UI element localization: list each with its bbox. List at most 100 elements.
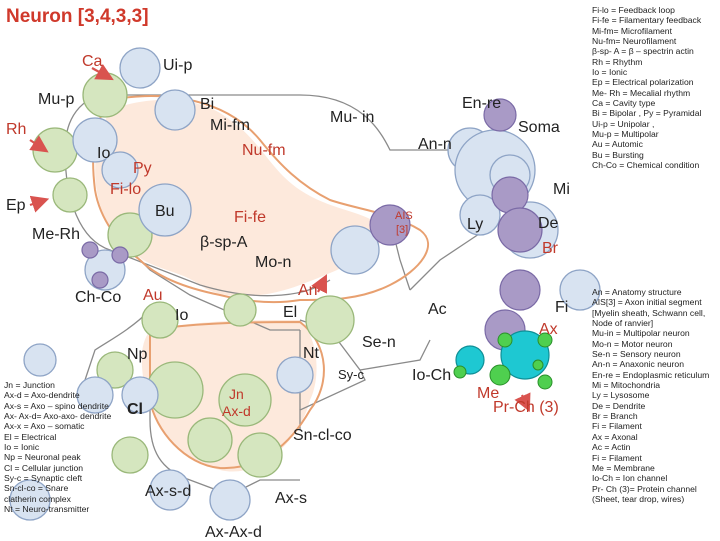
label-ais-num: [3]: [396, 224, 409, 236]
legend-line: Ac = Actin: [592, 442, 631, 453]
legend-line: Mi = Mitochondria: [592, 380, 661, 391]
label-rh: Rh: [6, 121, 27, 138]
label-pr-ch: Pr-Ch (3): [493, 399, 559, 416]
legend-line: β-sp- A = β – spectrin actin: [592, 46, 694, 57]
label-mu-in: Mu- in: [330, 109, 375, 126]
label-de: De: [538, 215, 559, 232]
legend-line: Io = Ionic: [592, 67, 628, 78]
label-me: Me: [477, 385, 500, 402]
legend-line: Bi = Bipolar , Py = Pyramidal: [592, 108, 702, 119]
legend-line: Ax-x = Axo – somatic: [4, 421, 85, 432]
legend-line: AIS[3] = Axon initial segment: [592, 297, 702, 308]
label-io-lower: Io: [175, 307, 189, 324]
legend-line: Node of ranvier]: [592, 318, 654, 329]
legend-line: Me = Membrane: [592, 462, 655, 473]
label-ca: Ca: [82, 53, 103, 70]
label-nu-fm: Nu-fm: [242, 142, 286, 159]
label-el: El: [283, 304, 298, 321]
legend-line: Mu-in = Multipolar neuron: [592, 328, 690, 339]
label-io-top: Io: [97, 145, 111, 162]
label-se-n: Se-n: [362, 334, 396, 351]
legend-line: Io = Ionic: [4, 442, 40, 453]
label-fi: Fi: [555, 299, 569, 316]
ion-channels: [453, 330, 553, 390]
legend-line: Pr- Ch (3)= Protein channel: [592, 483, 697, 494]
purple-organelles: [81, 98, 543, 351]
label-ax-d: Ax-d: [222, 403, 251, 419]
legend-line: Nt = Neuro-transmitter: [4, 504, 90, 515]
label-an: An: [298, 282, 318, 299]
legend-line: Fi-lo = Feedback loop: [592, 5, 675, 15]
legend-line: Ax- Ax-d= Axo-axo- dendrite: [4, 411, 112, 422]
label-nt: Nt: [303, 345, 319, 362]
legend-line: Nu-fm= Neurofilament: [592, 36, 677, 47]
label-ac: Ac: [428, 301, 447, 318]
legend-line: Ly = Lysosome: [592, 390, 650, 401]
legend-line: Au = Automic: [592, 139, 643, 150]
legend-line: Sy-c = Synaptic cleft: [4, 473, 83, 484]
label-io-ch: Io-Ch: [412, 367, 452, 384]
label-an-n: An-n: [418, 136, 452, 153]
label-jn: Jn: [229, 386, 244, 402]
label-fi-lo: Fi-lo: [110, 181, 142, 198]
label-ly: Ly: [467, 216, 484, 233]
legend-line: (Sheet, tear drop, wires): [592, 493, 685, 504]
label-ax: Ax: [539, 321, 558, 338]
diagram-title: Neuron [3,4,3,3]: [6, 6, 149, 27]
label-ax-s-d: Ax-s-d: [145, 483, 192, 500]
label-me-rh: Me-Rh: [32, 226, 81, 243]
legend-line: Ax = Axonal: [592, 431, 638, 442]
legend-line: Ca = Cavity type: [592, 98, 656, 109]
pointer-arrows: [29, 63, 531, 412]
legend-line: Ch-Co = Chemical condition: [592, 160, 700, 171]
legend-line: Io-Ch = Ion channel: [592, 473, 668, 484]
legend-line: Fi = Filament: [592, 421, 642, 432]
legend-line: Np = Neuronal peak: [4, 452, 81, 463]
label-np: Np: [127, 346, 148, 363]
label-en-re: En-re: [462, 95, 502, 112]
legend-line: Cl = Cellular junction: [4, 462, 84, 473]
label-fi-fe: Fi-fe: [234, 209, 266, 226]
label-mu-p: Mu-p: [38, 91, 75, 108]
legend-line: Mu-p = Multipolar: [592, 129, 659, 140]
label-bu: Bu: [155, 203, 175, 220]
legend-line: Se-n = Sensory neuron: [592, 349, 681, 360]
label-ais: AIS: [395, 210, 413, 222]
legend-line: El = Electrical: [4, 431, 57, 442]
legend-line: En-re = Endoplasmic reticulum: [592, 369, 710, 380]
label-ep: Ep: [6, 197, 26, 214]
green-dendrite-bulbs: [32, 72, 355, 478]
legend-line: Fi = Filament: [592, 452, 642, 463]
legend-line: Mo-n = Motor neuron: [592, 338, 673, 349]
legend-line: De = Dendrite: [592, 400, 646, 411]
label-mi: Mi: [553, 181, 570, 198]
label-bi: Bi: [200, 96, 215, 113]
label-ax-s: Ax-s: [275, 490, 307, 507]
label-ch-co: Ch-Co: [75, 289, 122, 306]
legend-line: Rh = Rhythm: [592, 56, 643, 67]
legend-line: Ax-s = Axo – spino dendrite: [4, 400, 109, 411]
legend-line: Fi-fe = Filamentary feedback: [592, 15, 702, 26]
legend-line: Mi-fm= Microfilament: [592, 25, 672, 36]
legend-line: Ep = Electrical polarization: [592, 77, 694, 88]
legend-line: clatherin complex: [4, 493, 71, 504]
legend-line: Ui-p = Unipolar ,: [592, 118, 655, 129]
label-soma: Soma: [518, 119, 560, 136]
legend-line: Sn-cl-co = Snare: [4, 483, 69, 494]
label-mi-fm: Mi-fm: [210, 117, 250, 134]
legend-line: Jn = Junction: [4, 380, 55, 390]
label-sy-c: Sy-c: [338, 367, 364, 382]
legend-line: Me- Rh = Mecalial rhythm: [592, 87, 691, 98]
label-ax-ax-d: Ax-Ax-d: [205, 524, 262, 541]
legend-line: An-n = Anaxonic neuron: [592, 359, 684, 370]
label-mo-n: Mo-n: [255, 254, 292, 271]
label-sn-cl-co: Sn-cl-co: [293, 427, 352, 444]
legend-line: Br = Branch: [592, 411, 638, 422]
label-ui-p: Ui-p: [163, 57, 193, 74]
label-br: Br: [542, 240, 558, 257]
label-au: Au: [143, 287, 163, 304]
